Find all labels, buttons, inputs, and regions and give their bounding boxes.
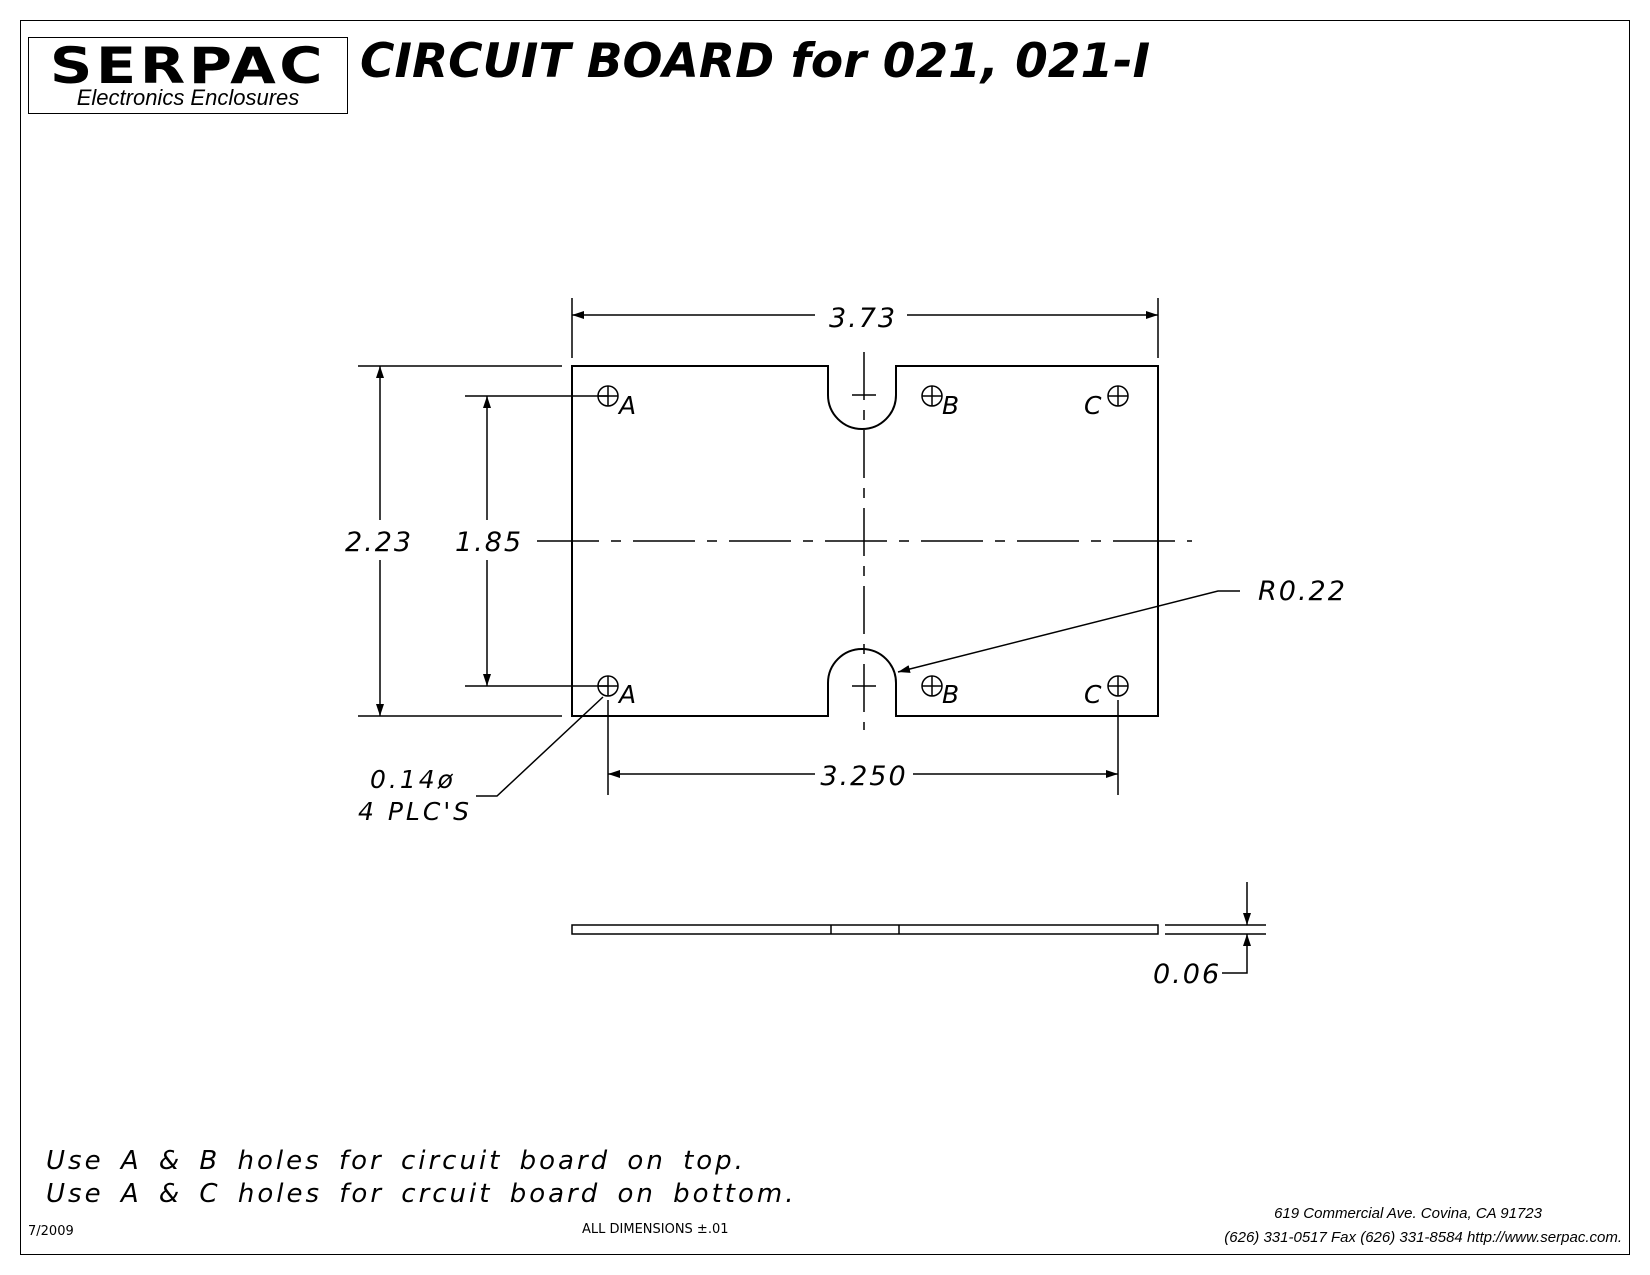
- revision-date: 7/2009: [28, 1224, 74, 1239]
- tolerance-note: ALL DIMENSIONS ±.01: [582, 1222, 729, 1237]
- board-outline: [571, 365, 1159, 717]
- hole-c-top-label: C: [1084, 391, 1102, 420]
- hole-b-bottom: [921, 675, 943, 697]
- height-dimension-label: 2.23: [345, 527, 413, 558]
- radius-leader: [897, 590, 1240, 673]
- company-address: 619 Commercial Ave. Covina, CA 91723: [1274, 1205, 1542, 1222]
- note-line-1: Use A & B holes for circuit board on top…: [46, 1146, 746, 1176]
- hole-a-bottom: [597, 675, 619, 697]
- thickness-arrow-bottom: [1222, 934, 1251, 974]
- hole-a-top-label: A: [617, 391, 636, 420]
- hole-horizontal-dimension-label: 3.250: [820, 761, 907, 792]
- hole-c-bottom-label: C: [1084, 680, 1102, 709]
- hole-a-bottom-label: A: [617, 680, 636, 709]
- drawing-title: CIRCUIT BOARD for 021, 021-I: [360, 34, 1151, 89]
- hole-b-top-label: B: [942, 391, 959, 420]
- hole-vertical-dimension-label: 1.85: [455, 527, 523, 558]
- board-edge-view: [571, 924, 1159, 935]
- serpac-logo: SERPAC Electronics Enclosures: [28, 37, 348, 114]
- hole-a-top: [597, 385, 619, 407]
- hole-c-bottom: [1107, 675, 1129, 697]
- hole-count-label: 4 PLC'S: [358, 797, 472, 826]
- hole-diameter-label: 0.14ø: [370, 765, 456, 794]
- hole-b-top: [921, 385, 943, 407]
- width-dimension-label: 3.73: [829, 303, 897, 334]
- hole-b-bottom-label: B: [942, 680, 959, 709]
- logo-name: SERPAC: [49, 37, 327, 95]
- drawing-border: [20, 20, 1630, 1255]
- company-contact: (626) 331-0517 Fax (626) 331-8584 http:/…: [1224, 1229, 1622, 1246]
- logo-subtitle: Electronics Enclosures: [76, 85, 300, 110]
- thickness-label: 0.06: [1153, 959, 1221, 990]
- hole-c-top: [1107, 385, 1129, 407]
- radius-label: R0.22: [1258, 576, 1347, 607]
- note-line-2: Use A & C holes for crcuit board on bott…: [46, 1179, 797, 1209]
- hole-diameter-leader: [476, 696, 604, 797]
